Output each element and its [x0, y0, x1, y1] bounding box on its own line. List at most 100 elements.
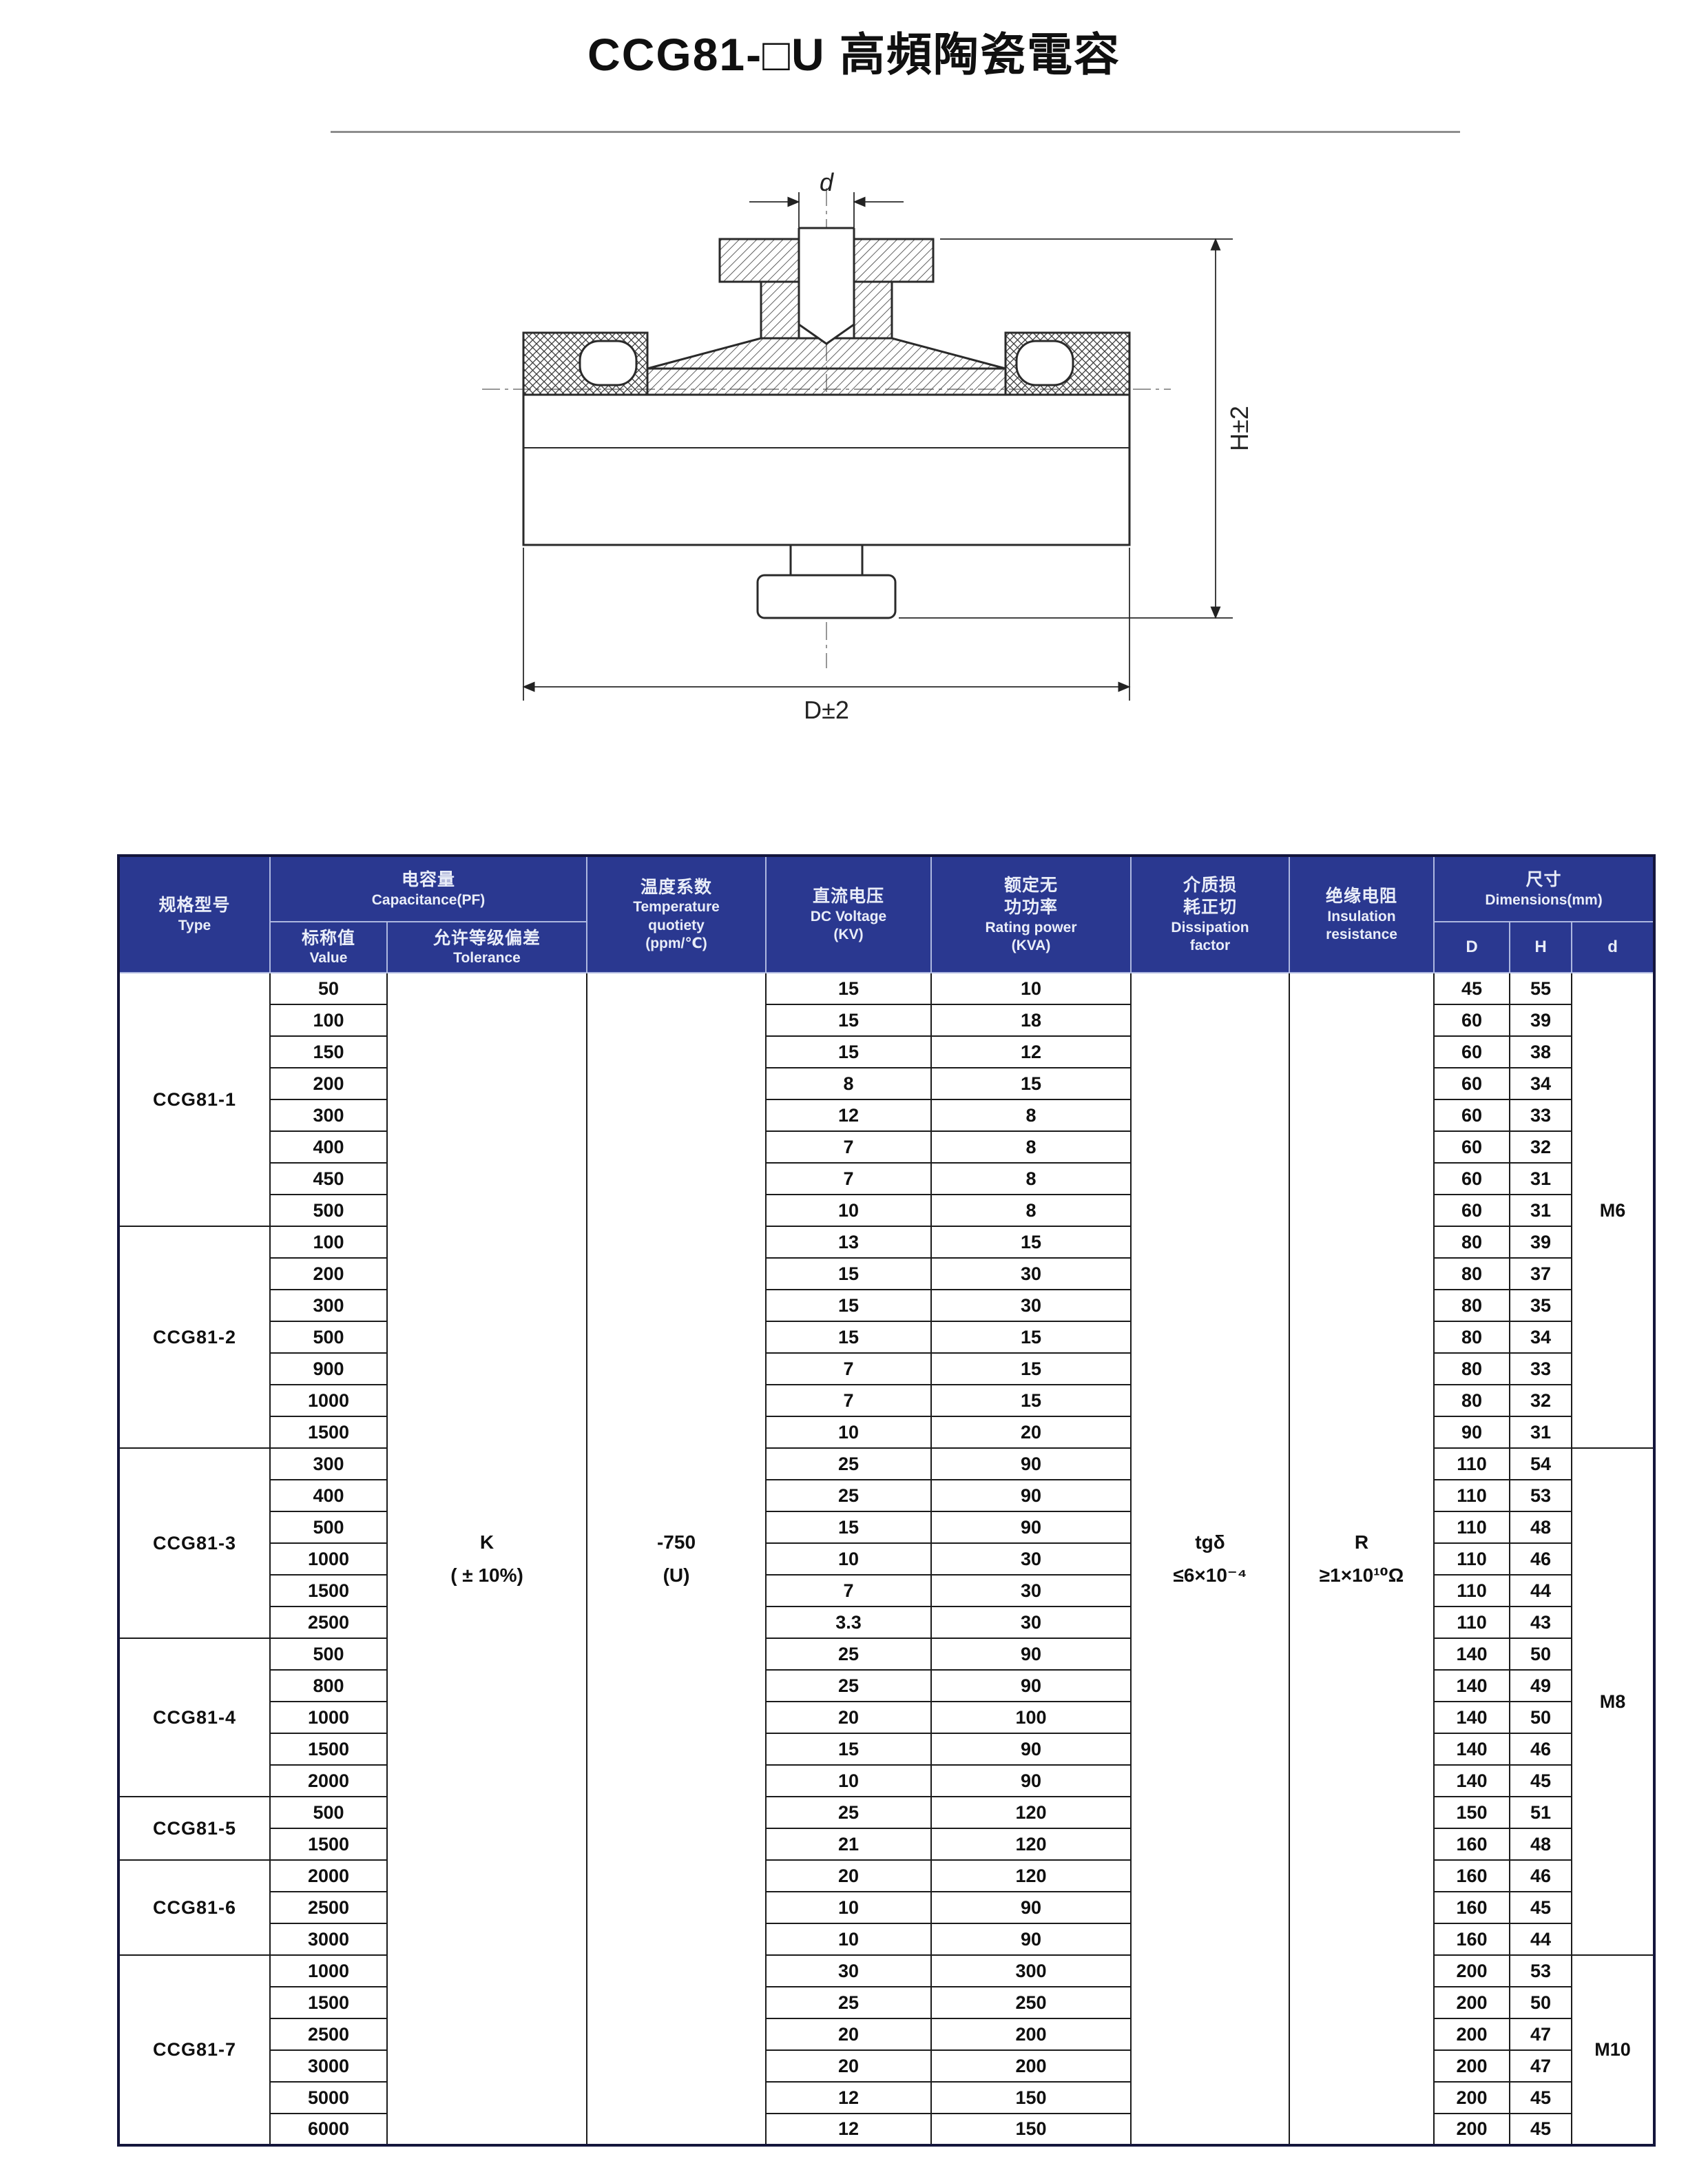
value-cell: 300 — [269, 1099, 388, 1132]
power-cell: 15 — [930, 1352, 1132, 1385]
value-cell: 400 — [269, 1130, 388, 1164]
dim-D-cell: 200 — [1433, 2113, 1511, 2146]
power-cell: 90 — [930, 1638, 1132, 1671]
voltage-cell: 15 — [765, 1321, 933, 1354]
voltage-cell: 25 — [765, 1479, 933, 1512]
voltage-cell: 7 — [765, 1352, 933, 1385]
dim-D-cell: 110 — [1433, 1574, 1511, 1607]
dim-H-cell: 44 — [1509, 1574, 1573, 1607]
power-cell: 8 — [930, 1162, 1132, 1195]
dim-H-cell: 50 — [1509, 1638, 1573, 1671]
dim-D-cell: 80 — [1433, 1257, 1511, 1290]
col-header-dimensions: 尺寸 Dimensions(mm) — [1433, 855, 1656, 922]
dim-D-cell: 110 — [1433, 1511, 1511, 1544]
voltage-cell: 21 — [765, 1828, 933, 1861]
dim-H-cell: 46 — [1509, 1542, 1573, 1576]
dim-D-cell: 80 — [1433, 1384, 1511, 1417]
value-cell: 1500 — [269, 1733, 388, 1766]
voltage-cell: 25 — [765, 1447, 933, 1480]
dim-H-cell: 31 — [1509, 1194, 1573, 1227]
power-cell: 30 — [930, 1257, 1132, 1290]
value-cell: 3000 — [269, 2049, 388, 2083]
voltage-cell: 12 — [765, 2113, 933, 2146]
voltage-cell: 30 — [765, 1954, 933, 1987]
page-title: CCG81-□U 高頻陶瓷電容 — [587, 29, 1121, 80]
title-divider — [331, 131, 1460, 133]
capacitor-cross-section-drawing: d D±2 H±2 — [317, 162, 1391, 782]
dim-d-cell: M10 — [1571, 1954, 1656, 2146]
type-cell: CCG81-1 — [118, 972, 271, 1227]
voltage-cell: 25 — [765, 1986, 933, 2019]
voltage-cell: 20 — [765, 1859, 933, 1892]
type-cell: CCG81-3 — [118, 1447, 271, 1639]
dim-H-cell: 47 — [1509, 2049, 1573, 2083]
voltage-cell: 20 — [765, 2049, 933, 2083]
value-cell: 900 — [269, 1352, 388, 1385]
voltage-cell: 15 — [765, 1257, 933, 1290]
dim-H-cell: 48 — [1509, 1511, 1573, 1544]
dim-D-cell: 110 — [1433, 1479, 1511, 1512]
dim-D-cell: 140 — [1433, 1638, 1511, 1671]
top-electrode-plate — [646, 337, 1007, 396]
power-cell: 30 — [930, 1574, 1132, 1607]
value-cell: 2000 — [269, 1764, 388, 1797]
voltage-cell: 25 — [765, 1669, 933, 1702]
spec-table: 规格型号 Type 电容量 Capacitance(PF) 温度系数 Tempe… — [117, 854, 1656, 2147]
value-cell: 1000 — [269, 1701, 388, 1734]
col-header-dissipation: 介质损 耗正切 Dissipation factor — [1130, 855, 1291, 973]
dim-label-d: d — [820, 168, 834, 196]
col-header-capacitance: 电容量 Capacitance(PF) — [269, 855, 588, 922]
power-cell: 8 — [930, 1099, 1132, 1132]
col-header-temperature: 温度系数 Temperature quotiety (ppm/℃) — [586, 855, 767, 973]
voltage-cell: 15 — [765, 972, 933, 1005]
dim-D-cell: 80 — [1433, 1352, 1511, 1385]
power-cell: 200 — [930, 2049, 1132, 2083]
power-cell: 300 — [930, 1954, 1132, 1987]
power-cell: 90 — [930, 1733, 1132, 1766]
power-cell: 200 — [930, 2018, 1132, 2051]
voltage-cell: 10 — [765, 1891, 933, 1924]
voltage-cell: 25 — [765, 1638, 933, 1671]
power-cell: 8 — [930, 1194, 1132, 1227]
value-cell: 1500 — [269, 1416, 388, 1449]
voltage-cell: 15 — [765, 1035, 933, 1068]
voltage-cell: 8 — [765, 1067, 933, 1100]
power-cell: 8 — [930, 1130, 1132, 1164]
dim-H-cell: 53 — [1509, 1954, 1573, 1987]
dim-D-cell: 160 — [1433, 1891, 1511, 1924]
col-header-value: 标称值 Value — [269, 921, 388, 973]
dim-D-cell: 140 — [1433, 1669, 1511, 1702]
spec-table-header: 规格型号 Type 电容量 Capacitance(PF) 温度系数 Tempe… — [118, 855, 1656, 973]
voltage-cell: 10 — [765, 1542, 933, 1576]
dim-H-cell: 50 — [1509, 1986, 1573, 2019]
dim-H-cell: 32 — [1509, 1130, 1573, 1164]
dim-D-cell: 60 — [1433, 1035, 1511, 1068]
voltage-cell: 12 — [765, 1099, 933, 1132]
power-cell: 90 — [930, 1511, 1132, 1544]
col-header-d: d — [1571, 921, 1656, 973]
voltage-cell: 12 — [765, 2081, 933, 2114]
dim-D-cell: 80 — [1433, 1321, 1511, 1354]
dim-d-cell: M6 — [1571, 972, 1656, 1449]
ceramic-body — [522, 393, 1131, 546]
power-cell: 15 — [930, 1321, 1132, 1354]
value-cell: 1500 — [269, 1986, 388, 2019]
power-cell: 18 — [930, 1004, 1132, 1037]
dim-H-cell: 46 — [1509, 1859, 1573, 1892]
value-cell: 2500 — [269, 1891, 388, 1924]
dim-H-cell: 50 — [1509, 1701, 1573, 1734]
